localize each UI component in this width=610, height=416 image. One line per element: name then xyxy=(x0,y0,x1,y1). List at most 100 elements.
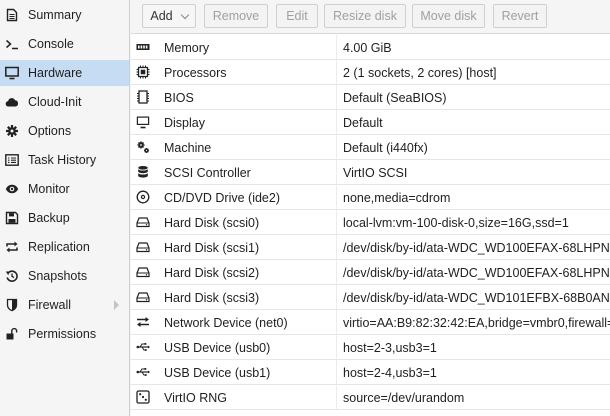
hdd-icon xyxy=(136,240,150,254)
hardware-value: Default (SeaBIOS) xyxy=(343,91,447,105)
hardware-row-cdrom[interactable]: CD/DVD Drive (ide2) none,media=cdrom xyxy=(131,185,610,210)
hardware-row-processors[interactable]: Processors 2 (1 sockets, 2 cores) [host] xyxy=(131,60,610,85)
cdrom-icon xyxy=(136,190,150,204)
sidebar-item-summary[interactable]: Summary xyxy=(0,2,129,28)
hardware-name: Processors xyxy=(164,66,227,80)
hardware-row-bios[interactable]: BIOS Default (SeaBIOS) xyxy=(131,85,610,110)
hardware-value: none,media=cdrom xyxy=(343,191,451,205)
sidebar-item-replication[interactable]: Replication xyxy=(0,234,129,260)
cogs-icon xyxy=(136,140,150,154)
hardware-value: 4.00 GiB xyxy=(343,41,392,55)
hardware-name: Network Device (net0) xyxy=(164,316,288,330)
hardware-value: virtio=AA:B9:82:32:42:EA,bridge=vmbr0,fi… xyxy=(343,316,610,330)
summary-icon xyxy=(5,8,19,22)
chevron-down-icon xyxy=(180,10,189,19)
column-divider xyxy=(336,285,337,309)
hardware-name: Display xyxy=(164,116,205,130)
add-button[interactable]: Add xyxy=(142,4,196,28)
hardware-row-hard-disk-scsi3[interactable]: Hard Disk (scsi3) /dev/disk/by-id/ata-WD… xyxy=(131,285,610,310)
edit-button[interactable]: Edit xyxy=(276,4,318,28)
column-divider xyxy=(336,210,337,234)
floppy-icon xyxy=(5,211,19,225)
sidebar-item-label: Summary xyxy=(28,8,82,22)
hardware-row-memory[interactable]: Memory 4.00 GiB xyxy=(131,35,610,60)
hardware-panel: Add Remove Edit Resize disk Move disk Re… xyxy=(131,0,610,416)
column-divider xyxy=(336,185,337,209)
hardware-name: VirtIO RNG xyxy=(164,391,227,405)
usb-icon xyxy=(136,340,150,354)
hardware-value: /dev/disk/by-id/ata-WDC_WD101EFBX-68B0AN… xyxy=(343,291,610,305)
hardware-row-machine[interactable]: Machine Default (i440fx) xyxy=(131,135,610,160)
hardware-name: Machine xyxy=(164,141,212,155)
sidebar-item-task-history[interactable]: Task History xyxy=(0,147,129,173)
hardware-value: VirtIO SCSI xyxy=(343,166,408,180)
hardware-row-display[interactable]: Display Default xyxy=(131,110,610,135)
sidebar-item-hardware[interactable]: Hardware xyxy=(0,60,129,86)
sidebar-item-options[interactable]: Options xyxy=(0,118,129,144)
hardware-name: BIOS xyxy=(164,91,194,105)
hardware-name: SCSI Controller xyxy=(164,166,251,180)
hardware-row-hard-disk-scsi0[interactable]: Hard Disk (scsi0) local-lvm:vm-100-disk-… xyxy=(131,210,610,235)
column-divider xyxy=(336,85,337,109)
expand-arrow-icon[interactable] xyxy=(114,300,119,310)
hardware-value: host=2-4,usb3=1 xyxy=(343,366,437,380)
microchip-icon xyxy=(136,90,150,104)
hardware-row-usb-device-usb0[interactable]: USB Device (usb0) host=2-3,usb3=1 xyxy=(131,335,610,360)
sidebar-item-label: Task History xyxy=(28,153,97,167)
eye-icon xyxy=(5,182,19,196)
sidebar-item-backup[interactable]: Backup xyxy=(0,205,129,231)
column-divider xyxy=(336,260,337,284)
cpu-icon xyxy=(136,65,150,79)
remove-button-label: Remove xyxy=(212,9,260,23)
edit-button-label: Edit xyxy=(286,9,308,23)
hardware-value: local-lvm:vm-100-disk-0,size=16G,ssd=1 xyxy=(343,216,569,230)
hardware-value: source=/dev/urandom xyxy=(343,391,465,405)
hardware-name: CD/DVD Drive (ide2) xyxy=(164,191,280,205)
revert-button-label: Revert xyxy=(501,9,539,23)
sidebar-item-console[interactable]: Console xyxy=(0,31,129,57)
network-arrows-icon xyxy=(136,315,150,329)
hardware-name: Hard Disk (scsi1) xyxy=(164,241,260,255)
column-divider xyxy=(336,335,337,359)
hardware-name: Memory xyxy=(164,41,210,55)
sidebar-item-label: Backup xyxy=(28,211,70,225)
hardware-row-hard-disk-scsi1[interactable]: Hard Disk (scsi1) /dev/disk/by-id/ata-WD… xyxy=(131,235,610,260)
move-disk-button[interactable]: Move disk xyxy=(412,4,485,28)
sidebar-item-monitor[interactable]: Monitor xyxy=(0,176,129,202)
hardware-row-network-device-net0[interactable]: Network Device (net0) virtio=AA:B9:82:32… xyxy=(131,310,610,335)
column-divider xyxy=(336,110,337,134)
remove-button[interactable]: Remove xyxy=(204,4,268,28)
hardware-row-hard-disk-scsi2[interactable]: Hard Disk (scsi2) /dev/disk/by-id/ata-WD… xyxy=(131,260,610,285)
sidebar-item-cloud-init[interactable]: Cloud-Init xyxy=(0,89,129,115)
column-divider xyxy=(336,385,337,409)
revert-button[interactable]: Revert xyxy=(493,4,547,28)
sidebar-item-snapshots[interactable]: Snapshots xyxy=(0,263,129,289)
add-button-label: Add xyxy=(150,9,173,23)
task-list-icon xyxy=(5,153,19,167)
hardware-row-virtio-rng[interactable]: VirtIO RNG source=/dev/urandom xyxy=(131,385,610,410)
hardware-value: Default xyxy=(343,116,383,130)
hardware-name: Hard Disk (scsi3) xyxy=(164,291,260,305)
column-divider xyxy=(336,360,337,384)
column-divider xyxy=(336,60,337,84)
column-divider xyxy=(336,35,337,59)
hardware-value: host=2-3,usb3=1 xyxy=(343,341,437,355)
hardware-row-scsi-controller[interactable]: SCSI Controller VirtIO SCSI xyxy=(131,160,610,185)
history-icon xyxy=(5,269,19,283)
hardware-value: /dev/disk/by-id/ata-WDC_WD100EFAX-68LHPN… xyxy=(343,266,610,280)
resize-disk-button[interactable]: Resize disk xyxy=(324,4,406,28)
shield-icon xyxy=(5,298,19,312)
toolbar: Add Remove Edit Resize disk Move disk Re… xyxy=(131,0,610,34)
sidebar-item-label: Replication xyxy=(28,240,90,254)
hdd-icon xyxy=(136,290,150,304)
replication-icon xyxy=(5,240,19,254)
hardware-value: 2 (1 sockets, 2 cores) [host] xyxy=(343,66,497,80)
hardware-value: Default (i440fx) xyxy=(343,141,428,155)
hardware-row-usb-device-usb1[interactable]: USB Device (usb1) host=2-4,usb3=1 xyxy=(131,360,610,385)
sidebar-item-permissions[interactable]: Permissions xyxy=(0,321,129,347)
sidebar-item-label: Snapshots xyxy=(28,269,88,283)
sidebar-item-firewall[interactable]: Firewall xyxy=(0,292,129,318)
memory-icon xyxy=(136,40,150,54)
hardware-name: USB Device (usb0) xyxy=(164,341,271,355)
sidebar-item-label: Permissions xyxy=(28,327,97,341)
